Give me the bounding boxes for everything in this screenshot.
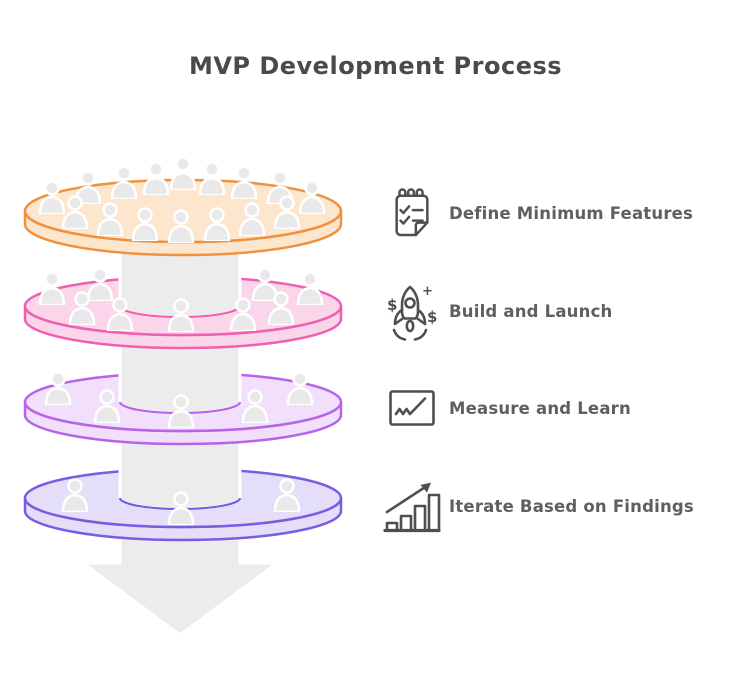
plus-sign: + [422, 284, 433, 299]
step-label: Build and Launch [449, 301, 613, 321]
funnel-level-4 [23, 446, 343, 542]
step-label: Iterate Based on Findings [449, 496, 694, 516]
page-title: MVP Development Process [188, 52, 563, 80]
checklist-icon [380, 186, 444, 240]
step-label: Define Minimum Features [449, 203, 694, 223]
step-row-define-minimum-features: Define Minimum Features [380, 181, 730, 245]
growth-chart-icon [380, 479, 444, 533]
person-icon [169, 156, 197, 190]
person-icon [198, 161, 226, 195]
step-label: Measure and Learn [449, 398, 631, 418]
dollar-sign: $ [427, 308, 437, 326]
step-row-measure-and-learn: Measure and Learn [380, 376, 730, 440]
step-row-iterate-based-on-findings: Iterate Based on Findings [380, 474, 730, 538]
rocket-launch-icon: $ + $ [380, 281, 444, 341]
line-chart-icon [380, 390, 444, 426]
step-row-build-and-launch: $ + $ Build and Launch [380, 279, 730, 343]
funnel-level-1 [23, 156, 343, 257]
funnel-level-2 [23, 253, 343, 350]
person-icon [142, 161, 170, 195]
funnel-level-3 [23, 350, 343, 446]
dollar-sign: $ [387, 296, 397, 314]
